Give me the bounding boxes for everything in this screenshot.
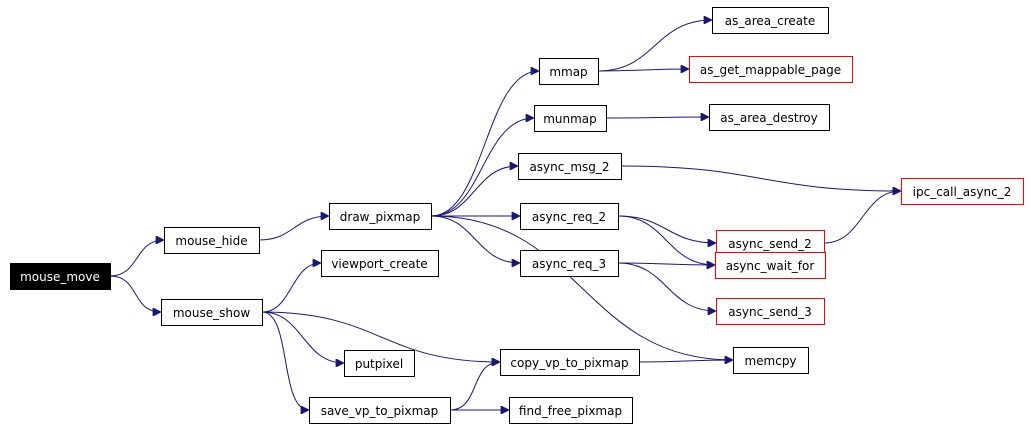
node-as_area_destroy-box[interactable] xyxy=(709,104,830,131)
node-mouse_hide[interactable]: mouse_hide xyxy=(164,227,260,254)
edge-mouse_show-to-viewport_create xyxy=(261,263,321,313)
edge-draw_pixmap-to-munmap xyxy=(430,118,534,217)
node-as_area_destroy[interactable]: as_area_destroy xyxy=(709,104,830,131)
node-async_req_3-label: async_req_3 xyxy=(532,257,606,271)
edge-draw_pixmap-to-async_req_3 xyxy=(430,215,520,263)
node-putpixel-label: putpixel xyxy=(355,357,403,371)
edge-async_send_2-to-ipc_call_async_2 xyxy=(823,191,901,244)
edge-async_req_3-to-async_wait_for xyxy=(617,263,715,265)
node-async_msg_2-label: async_msg_2 xyxy=(529,160,609,174)
node-copy_vp_to_pixmap[interactable]: copy_vp_to_pixmap xyxy=(500,349,640,376)
node-async_msg_2[interactable]: async_msg_2 xyxy=(518,153,622,180)
node-mouse_move-box[interactable] xyxy=(10,263,111,290)
node-async_send_3-box[interactable] xyxy=(716,298,825,325)
node-async_req_2-label: async_req_2 xyxy=(532,210,606,224)
node-async_req_3[interactable]: async_req_3 xyxy=(520,250,619,277)
edge-async_req_2-to-async_wait_for xyxy=(617,215,715,265)
node-async_send_3[interactable]: async_send_3 xyxy=(716,298,825,325)
node-async_msg_2-box[interactable] xyxy=(518,153,622,180)
node-async_wait_for-box[interactable] xyxy=(715,252,826,279)
edge-copy_vp_to_pixmap-to-memcpy xyxy=(638,360,733,362)
edge-draw_pixmap-to-memcpy xyxy=(430,215,733,360)
node-munmap-label: munmap xyxy=(543,112,597,126)
node-find_free_pixmap-box[interactable] xyxy=(509,397,633,424)
node-draw_pixmap-label: draw_pixmap xyxy=(340,210,420,224)
node-munmap[interactable]: munmap xyxy=(534,105,607,132)
edge-draw_pixmap-to-mmap xyxy=(430,71,539,217)
edge-mouse_show-to-copy_vp_to_pixmap xyxy=(261,311,500,362)
edge-mouse_show-to-putpixel xyxy=(261,311,344,363)
node-find_free_pixmap-label: find_free_pixmap xyxy=(519,404,622,418)
edge-mouse_move-to-mouse_hide xyxy=(109,240,164,277)
call-graph-edges xyxy=(109,20,901,411)
node-save_vp_to_pixmap-label: save_vp_to_pixmap xyxy=(321,404,439,418)
edge-mouse_hide-to-draw_pixmap xyxy=(258,216,329,241)
node-mouse_move-label: mouse_move xyxy=(20,270,100,284)
edge-async_req_2-to-async_send_2 xyxy=(617,215,716,243)
edge-mmap-to-as_get_mappable_page xyxy=(597,69,689,71)
node-putpixel[interactable]: putpixel xyxy=(344,350,415,377)
node-draw_pixmap[interactable]: draw_pixmap xyxy=(329,203,432,230)
node-async_send_3-label: async_send_3 xyxy=(728,305,811,319)
node-viewport_create-box[interactable] xyxy=(321,250,439,277)
node-async_send_2-label: async_send_2 xyxy=(728,237,811,251)
node-putpixel-box[interactable] xyxy=(344,350,415,377)
node-mmap-label: mmap xyxy=(549,65,587,79)
edge-async_req_3-to-async_send_3 xyxy=(617,262,716,311)
node-copy_vp_to_pixmap-label: copy_vp_to_pixmap xyxy=(510,356,628,370)
node-async_req_3-box[interactable] xyxy=(520,250,619,277)
node-find_free_pixmap[interactable]: find_free_pixmap xyxy=(509,397,633,424)
node-as_area_destroy-label: as_area_destroy xyxy=(720,111,817,125)
node-as_area_create-box[interactable] xyxy=(712,7,829,34)
edge-mmap-to-as_area_create xyxy=(597,20,712,72)
node-async_wait_for-label: async_wait_for xyxy=(726,259,815,273)
edge-mouse_move-to-mouse_show xyxy=(109,275,161,312)
node-mouse_move[interactable]: mouse_move xyxy=(10,263,111,290)
node-memcpy-box[interactable] xyxy=(733,347,809,374)
node-mouse_show-label: mouse_show xyxy=(173,306,250,320)
node-ipc_call_async_2-box[interactable] xyxy=(901,178,1024,205)
node-memcpy-label: memcpy xyxy=(744,354,796,368)
node-save_vp_to_pixmap[interactable]: save_vp_to_pixmap xyxy=(309,397,451,424)
node-ipc_call_async_2[interactable]: ipc_call_async_2 xyxy=(901,178,1024,205)
node-async_req_2[interactable]: async_req_2 xyxy=(520,203,619,230)
edge-draw_pixmap-to-async_msg_2 xyxy=(430,166,518,217)
node-as_area_create[interactable]: as_area_create xyxy=(712,7,829,34)
node-async_req_2-box[interactable] xyxy=(520,203,619,230)
node-munmap-box[interactable] xyxy=(534,105,607,132)
node-mouse_show-box[interactable] xyxy=(161,299,263,326)
edge-async_msg_2-to-ipc_call_async_2 xyxy=(620,165,901,191)
node-memcpy[interactable]: memcpy xyxy=(733,347,809,374)
node-viewport_create[interactable]: viewport_create xyxy=(321,250,439,277)
node-mouse_hide-label: mouse_hide xyxy=(175,234,247,248)
call-graph-nodes: mouse_move mouse_hide mouse_show draw_pixma… xyxy=(10,7,1024,424)
edge-save_vp_to_pixmap-to-copy_vp_to_pixmap xyxy=(449,362,500,411)
node-as_get_mappable_page[interactable]: as_get_mappable_page xyxy=(689,56,853,83)
node-async_wait_for[interactable]: async_wait_for xyxy=(715,252,826,279)
node-as_get_mappable_page-label: as_get_mappable_page xyxy=(700,63,841,77)
node-as_area_create-label: as_area_create xyxy=(725,14,815,28)
edge-munmap-to-as_area_destroy xyxy=(605,117,709,118)
node-draw_pixmap-box[interactable] xyxy=(329,203,432,230)
node-copy_vp_to_pixmap-box[interactable] xyxy=(500,349,640,376)
edge-mouse_show-to-save_vp_to_pixmap xyxy=(261,311,309,410)
node-mmap-box[interactable] xyxy=(539,58,599,85)
node-as_get_mappable_page-box[interactable] xyxy=(689,56,853,83)
node-mouse_hide-box[interactable] xyxy=(164,227,260,254)
node-ipc_call_async_2-label: ipc_call_async_2 xyxy=(913,185,1012,199)
node-mouse_show[interactable]: mouse_show xyxy=(161,299,263,326)
node-viewport_create-label: viewport_create xyxy=(331,257,427,271)
node-save_vp_to_pixmap-box[interactable] xyxy=(309,397,451,424)
node-mmap[interactable]: mmap xyxy=(539,58,599,85)
